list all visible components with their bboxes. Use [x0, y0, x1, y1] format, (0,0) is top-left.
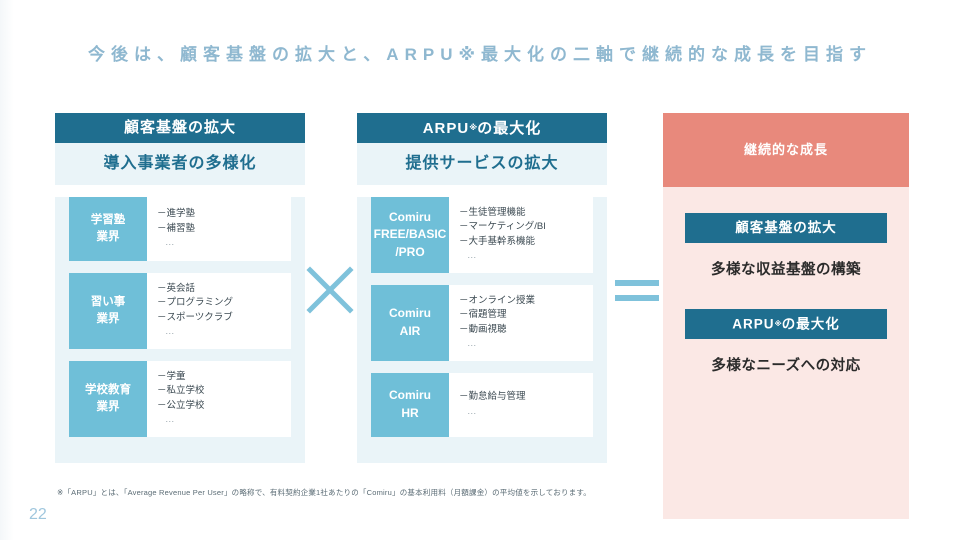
multiply-icon [303, 263, 357, 317]
card-comiru-free-basic-pro[interactable]: Comiru FREE/BASIC /PRO －生徒管理機能 －マーケティング/… [371, 197, 593, 273]
list-item-ellipsis: … [165, 414, 176, 426]
list-item-ellipsis: … [467, 338, 478, 350]
caption-arpu: 多様なニーズへの対応 [711, 358, 861, 374]
card-label-line1: 習い事 [90, 296, 126, 309]
card-label: Comiru HR [371, 372, 449, 437]
column-customer-base: 顧客基盤の拡大 導入事業者の多様化 学習塾 業界 －進学塾 －補習塾 … 習い事… [55, 113, 305, 463]
column-middle-subtitle: 提供サービスの拡大 [357, 143, 607, 185]
card-item-list: －進学塾 －補習塾 … [147, 197, 291, 261]
footnote-text: ※「ARPU」とは、「Average Revenue Per User」の略称で… [57, 488, 591, 497]
card-item-list: －生徒管理機能 －マーケティング/BI －大手基幹系機能 … [449, 197, 593, 273]
list-item: －学童 [157, 370, 186, 382]
list-item: －マーケティング/BI [459, 221, 546, 233]
left-edge-gradient-bar [0, 0, 14, 540]
card-label-line2: 業界 [96, 400, 120, 413]
list-item-ellipsis: … [467, 405, 478, 417]
pill-label-suffix: の最大化 [781, 316, 840, 332]
card-label-line2: 業界 [96, 312, 120, 325]
card-item-list: －オンライン授業 －宿題管理 －動画視聴 … [449, 284, 593, 361]
list-item: －宿題管理 [459, 309, 507, 321]
column-middle-header: ARPU※の最大化 [357, 113, 607, 143]
card-label-line2: AIR [399, 323, 421, 338]
footnote-mark: ※ [774, 319, 782, 328]
column-left-header: 顧客基盤の拡大 [55, 113, 305, 143]
page-title: 今後は、顧客基盤の拡大と、ARPU※最大化の二軸で継続的な成長を目指す [87, 45, 872, 64]
card-lessons[interactable]: 習い事 業界 －英会話 －プログラミング －スポーツクラブ … [69, 273, 291, 349]
page-number: 22 [29, 506, 47, 523]
card-label: Comiru FREE/BASIC /PRO [371, 197, 449, 273]
card-comiru-air[interactable]: Comiru AIR －オンライン授業 －宿題管理 －動画視聴 … [371, 284, 593, 361]
card-label: 習い事 業界 [69, 273, 147, 349]
column-right-body: 顧客基盤の拡大 多様な収益基盤の構築 ARPU※の最大化 多様なニーズへの対応 [663, 187, 909, 519]
column-left-subtitle: 導入事業者の多様化 [55, 143, 305, 185]
column-middle-header-text: ARPU [422, 119, 470, 137]
card-label-line1: 学習塾 [90, 214, 126, 227]
list-item: －補習塾 [157, 222, 196, 234]
list-item: －オンライン授業 [459, 294, 536, 306]
column-arpu: ARPU※の最大化 提供サービスの拡大 Comiru FREE/BASIC /P… [357, 113, 607, 463]
card-label-line1: Comiru [389, 388, 431, 403]
list-item-ellipsis: … [165, 326, 176, 338]
card-label: 学習塾 業界 [69, 197, 147, 261]
card-cram-school[interactable]: 学習塾 業界 －進学塾 －補習塾 … [69, 197, 291, 261]
column-left-body: 学習塾 業界 －進学塾 －補習塾 … 習い事 業界 －英会話 －プログラミング … [55, 197, 305, 463]
card-label-line3: /PRO [395, 244, 425, 259]
pill-label: ARPU [732, 316, 775, 332]
card-label-line2: 業界 [96, 231, 120, 243]
list-item: －大手基幹系機能 [459, 235, 536, 247]
column-middle-header-suffix: の最大化 [477, 119, 542, 137]
list-item-ellipsis: … [467, 250, 478, 262]
list-item: －公立学校 [157, 399, 205, 411]
spacer [685, 279, 887, 309]
card-label-line1: Comiru [389, 209, 431, 224]
list-item: －プログラミング [157, 297, 234, 309]
list-item: －動画視聴 [459, 323, 507, 335]
pill-arpu[interactable]: ARPU※の最大化 [685, 309, 887, 339]
pill-label: 顧客基盤の拡大 [735, 220, 837, 235]
card-comiru-hr[interactable]: Comiru HR －勤怠給与管理 … [371, 372, 593, 437]
equals-icon [610, 263, 664, 317]
list-item: －英会話 [157, 283, 196, 294]
list-item: －私立学校 [157, 385, 205, 397]
card-school-education[interactable]: 学校教育 業界 －学童 －私立学校 －公立学校 … [69, 360, 291, 437]
card-label-line1: 学校教育 [85, 383, 131, 396]
list-item: －勤怠給与管理 [459, 391, 526, 403]
card-label: Comiru AIR [371, 284, 449, 361]
card-label-line1: Comiru [389, 306, 431, 321]
card-item-list: －英会話 －プログラミング －スポーツクラブ … [147, 273, 291, 349]
card-item-list: －勤怠給与管理 … [449, 372, 593, 437]
pill-customer-base[interactable]: 顧客基盤の拡大 [685, 213, 887, 243]
list-item: －スポーツクラブ [157, 311, 233, 323]
list-item: －進学塾 [157, 208, 196, 220]
list-item-ellipsis: … [165, 237, 176, 249]
column-middle-body: Comiru FREE/BASIC /PRO －生徒管理機能 －マーケティング/… [357, 197, 607, 463]
list-item: －生徒管理機能 [459, 207, 526, 218]
card-label-line2: HR [401, 405, 419, 420]
column-sustainable-growth: 継続的な成長 顧客基盤の拡大 多様な収益基盤の構築 ARPU※の最大化 多様なニ… [663, 113, 909, 519]
footnote-mark: ※ [469, 123, 478, 132]
card-label-line2: FREE/BASIC [373, 227, 447, 242]
card-item-list: －学童 －私立学校 －公立学校 … [147, 360, 291, 437]
card-label: 学校教育 業界 [69, 360, 147, 437]
column-right-header: 継続的な成長 [663, 113, 909, 187]
caption-customer-base: 多様な収益基盤の構築 [711, 262, 861, 278]
